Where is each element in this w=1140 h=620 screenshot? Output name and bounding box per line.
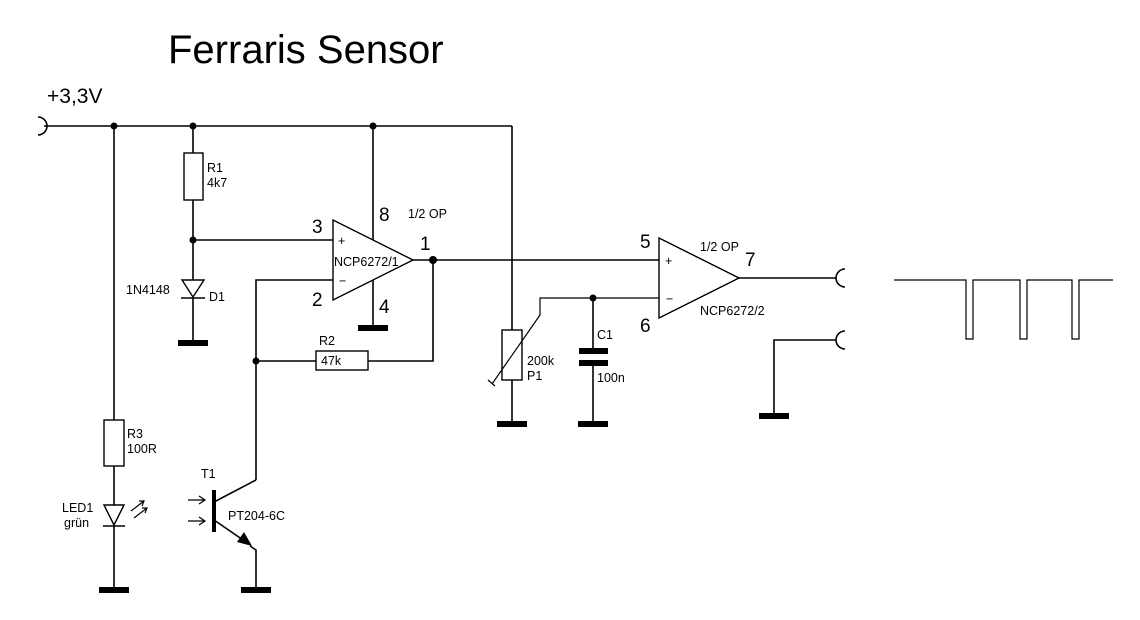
op2-pin-6: 6	[640, 316, 651, 337]
capacitor-c1-plate-bottom	[579, 360, 608, 366]
op1-plus-sign: +	[338, 234, 345, 248]
c1-value: 100n	[597, 371, 625, 385]
ground-symbol	[759, 413, 789, 419]
output-terminal	[835, 268, 846, 288]
led1-ref: LED1	[62, 501, 93, 515]
r3-ref: R3	[127, 427, 143, 441]
resistor-r1	[183, 152, 204, 201]
ground-symbol	[99, 587, 129, 593]
op1-pin-3: 3	[312, 217, 323, 238]
wire-r2-feedback	[368, 260, 434, 362]
op1-minus-sign: −	[339, 274, 346, 288]
op2-name: NCP6272/2	[700, 304, 765, 318]
r3-value: 100R	[127, 442, 157, 456]
phototransistor-t1-icon	[188, 479, 257, 546]
op2-pin-7: 7	[745, 250, 756, 271]
opamp-op2	[658, 236, 741, 320]
op1-pin-8: 8	[379, 205, 390, 226]
r2-value: 47k	[321, 354, 342, 368]
ground-symbol	[358, 325, 388, 331]
ground-symbol	[178, 340, 208, 346]
wire-t1-ground	[249, 545, 257, 587]
resistor-r3	[103, 419, 125, 467]
op2-pin-5: 5	[640, 232, 651, 253]
d1-value: 1N4148	[126, 283, 170, 297]
op1-pin-4: 4	[379, 297, 390, 318]
ground-symbol	[578, 421, 608, 427]
p1-value: 200k	[527, 354, 555, 368]
led1-value: grün	[64, 516, 89, 530]
wire-output-ground	[773, 339, 836, 413]
op2-minus-sign: −	[666, 292, 673, 306]
output-ground-terminal	[835, 330, 846, 350]
capacitor-c1-plate-top	[579, 348, 608, 354]
p1-ref: P1	[527, 369, 542, 383]
p1-wiper-tick	[487, 379, 496, 387]
wire-op1-inv	[255, 279, 333, 480]
diagram-title: Ferraris Sensor	[168, 28, 444, 72]
c1-ref: C1	[597, 328, 613, 342]
op1-name: NCP6272/1	[334, 255, 399, 269]
ground-symbol	[241, 587, 271, 593]
r2-ref: R2	[319, 334, 335, 348]
supply-label: +3,3V	[47, 85, 102, 108]
output-pulse-waveform	[894, 279, 1113, 340]
d1-diode-icon	[180, 279, 206, 299]
r1-ref: R1	[207, 161, 223, 175]
r1-value: 4k7	[207, 176, 227, 190]
wire-p1-wiper	[491, 297, 659, 385]
op2-plus-sign: +	[665, 254, 672, 268]
ground-symbol	[497, 421, 527, 427]
op1-pin-2: 2	[312, 290, 323, 311]
t1-value: PT204-6C	[228, 509, 285, 523]
t1-ref: T1	[201, 467, 216, 481]
op1-note: 1/2 OP	[408, 207, 447, 221]
op2-note: 1/2 OP	[700, 240, 739, 254]
op1-pin-1: 1	[420, 234, 431, 255]
d1-ref: D1	[209, 290, 225, 304]
led1-diode-icon	[102, 500, 148, 527]
